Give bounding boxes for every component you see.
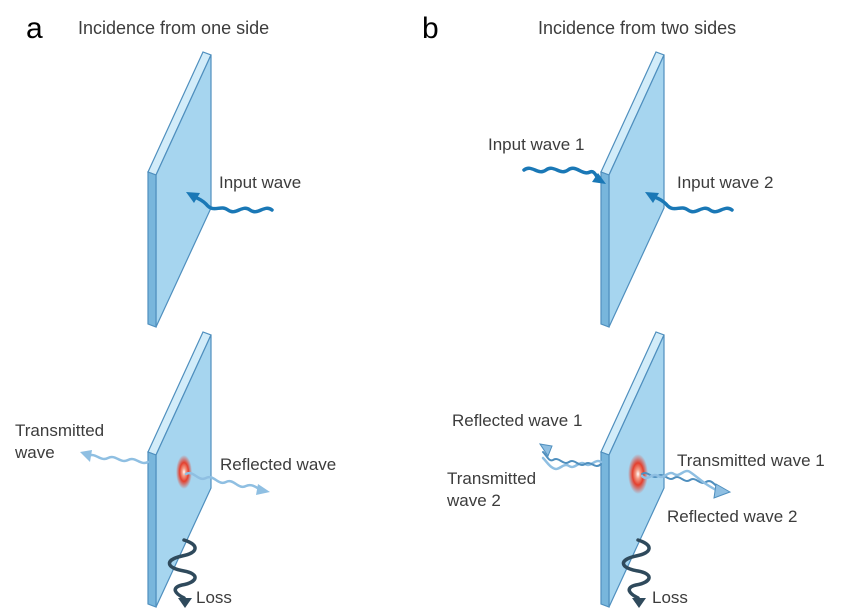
left-output-waves-b <box>538 443 603 471</box>
input-wave-label-a: Input wave <box>219 173 301 192</box>
reflected-wave-arrow-a <box>184 471 270 495</box>
transmitted-label-a-line2: wave <box>14 443 55 462</box>
reflected-wave-1-label: Reflected wave 1 <box>452 411 582 430</box>
input-wave-2-arrow <box>645 192 734 214</box>
loss-arrow-b <box>621 538 651 608</box>
reflected-label-a: Reflected wave <box>220 455 336 474</box>
panel-b-letter: b <box>422 12 439 45</box>
transmitted-wave-2-label-line1: Transmitted <box>447 469 536 488</box>
transmitted-wave-1-label: Transmitted wave 1 <box>677 451 825 470</box>
transmitted-wave-2-label-line2: wave 2 <box>446 491 501 510</box>
loss-label-b: Loss <box>652 588 688 607</box>
panel-b-title: Incidence from two sides <box>538 18 736 38</box>
transmitted-wave-arrow-a <box>80 450 150 465</box>
loss-arrow-a <box>167 538 197 608</box>
input-wave-2-label: Input wave 2 <box>677 173 773 192</box>
panel-a-title: Incidence from one side <box>78 18 269 38</box>
slab-a-top <box>147 51 212 328</box>
loss-label-a: Loss <box>196 588 232 607</box>
panel-a-letter: a <box>26 12 43 45</box>
reflected-wave-2-label: Reflected wave 2 <box>667 507 797 526</box>
input-wave-arrow-a <box>186 192 274 214</box>
hotspot-a <box>176 455 192 489</box>
right-output-waves-b <box>640 469 732 499</box>
input-wave-1-label: Input wave 1 <box>488 135 584 154</box>
transmitted-label-a-line1: Transmitted <box>15 421 104 440</box>
slab-b-top <box>600 51 665 328</box>
input-wave-1-arrow <box>522 166 606 184</box>
hotspot-b <box>628 454 648 494</box>
